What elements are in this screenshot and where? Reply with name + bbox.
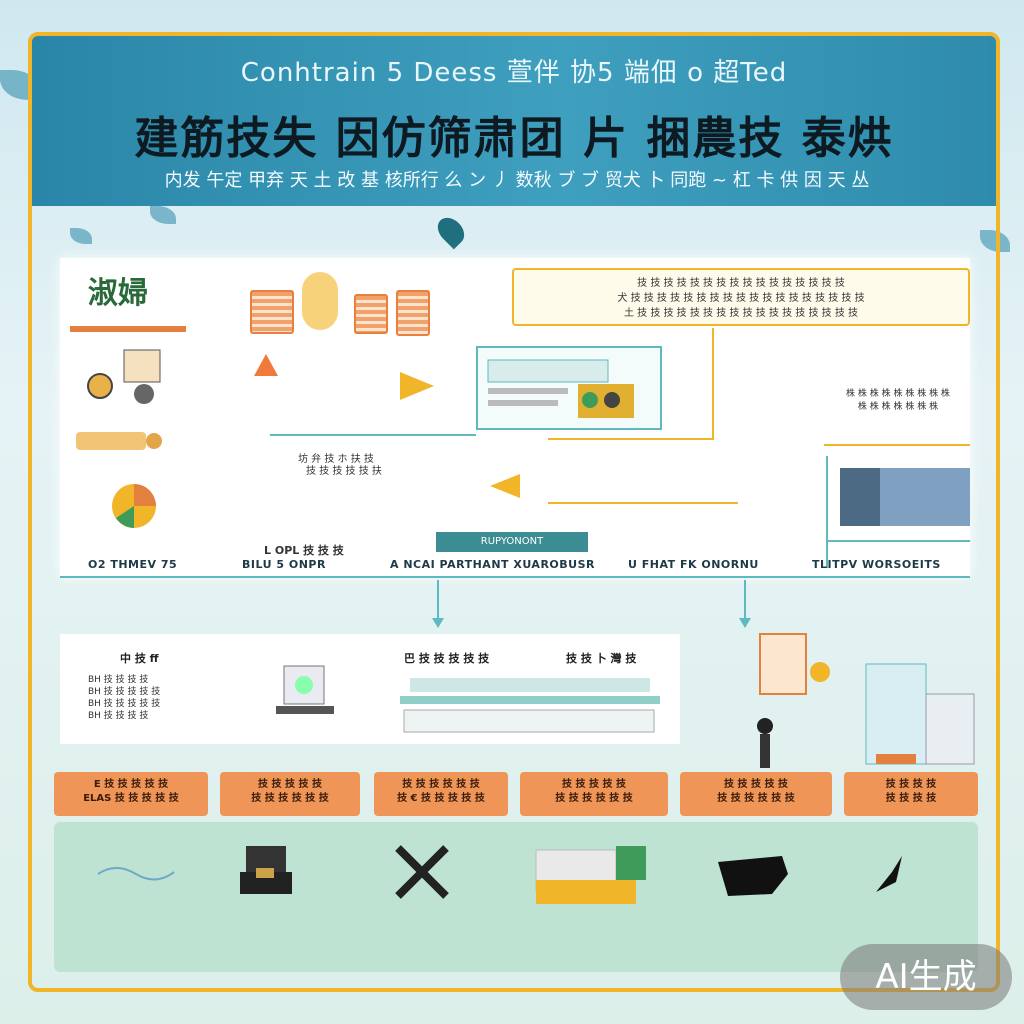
process-step: 技 技 技 技 技 技 技 技 技 技 技 xyxy=(680,772,832,816)
production-line-icon xyxy=(400,678,660,733)
caption: U FHAT FK ONORNU xyxy=(628,558,759,571)
step-line: 技 技 技 技 技 技 xyxy=(717,793,795,804)
black-blob-icon xyxy=(718,856,788,896)
mid-line: BH 技 技 技 技 xyxy=(88,675,149,685)
connector-line xyxy=(744,580,746,620)
step-line: 技 技 技 技 技 xyxy=(562,779,626,790)
step-line: 技 技 技 技 xyxy=(885,779,937,790)
brand-label: 淑婦 xyxy=(88,276,148,311)
right-note: 株 株 株 株 株 株 株 株 株 株 株 株 株 株 株 株 xyxy=(822,388,974,446)
connector-line xyxy=(60,576,970,578)
gold-arrow-icon xyxy=(400,372,434,400)
connector-line xyxy=(824,444,970,446)
pie-chart-icon xyxy=(112,484,156,528)
process-step: 技 技 技 技 技 技 技 技 技 技 技 xyxy=(220,772,360,816)
worker-icon xyxy=(757,718,773,768)
mid-line: BH 技 技 技 技 技 xyxy=(88,687,161,697)
document-icon xyxy=(250,290,294,334)
leaf-decoration xyxy=(980,230,1010,252)
mid-lines: BH 技 技 技 技 BH 技 技 技 技 技 BH 技 技 技 技 技 BH … xyxy=(88,674,160,722)
leaf-decoration xyxy=(70,228,92,244)
black-bird-icon xyxy=(876,856,902,892)
connector-line xyxy=(548,438,714,440)
notice-box: 技 技 技 技 技 技 技 技 技 技 技 技 技 技 技 技 犬 技 技 技 … xyxy=(512,268,970,326)
notice-line: 犬 技 技 技 技 技 技 技 技 技 技 技 技 技 技 技 技 技 技 xyxy=(617,293,865,304)
key-tool-icon xyxy=(76,432,162,450)
caption: TLITPV WORSOEITS xyxy=(812,558,941,571)
header-title-zh: 建筋技失 因仿筛肃团 片 捆農技 泰烘 xyxy=(134,113,894,164)
dark-block-icon xyxy=(240,846,292,894)
mid-line: BH 技 技 技 技 技 xyxy=(88,699,161,709)
mid-title: 技 技 卜 灣 技 xyxy=(566,652,637,665)
header-title-en: Conhtrain 5 Deess 萱伴 协5 端佃 o 超Ted xyxy=(240,58,788,88)
connector-line xyxy=(548,502,738,504)
ai-generated-badge: AI生成 xyxy=(840,944,1012,1010)
process-step: E 技 技 技 技 技 ELAS 技 技 技 技 技 xyxy=(54,772,208,816)
mid-title: 中 技 ff xyxy=(120,652,159,665)
scribble-icon xyxy=(97,867,175,881)
document-icon xyxy=(396,290,430,336)
connector-line xyxy=(437,580,439,620)
right-note-line: 株 株 株 株 株 株 株 xyxy=(857,402,939,412)
down-arrow-icon xyxy=(739,618,751,628)
bottom-panel xyxy=(54,822,978,972)
gold-arrow-icon xyxy=(490,474,520,498)
step-line: E 技 技 技 技 技 xyxy=(93,779,169,790)
document-icon xyxy=(354,294,388,334)
connector-line xyxy=(826,456,828,568)
factory-icon xyxy=(535,846,646,904)
lightbulb-icon xyxy=(302,272,338,330)
machine-icon xyxy=(487,359,634,418)
step-line: 技 技 技 技 技 技 xyxy=(251,793,329,804)
warning-arrow-icon xyxy=(254,354,278,376)
step-line: ELAS 技 技 技 技 技 xyxy=(83,793,179,804)
right-note-line: 株 株 株 株 株 株 株 株 株 xyxy=(846,389,950,399)
step-line: 技 € 技 技 技 技 技 xyxy=(397,793,485,804)
tower-building-icon xyxy=(865,663,975,765)
notice-line: 土 技 技 技 技 技 技 技 技 技 技 技 技 技 技 技 技 技 xyxy=(623,308,859,319)
machine-panel xyxy=(476,346,662,430)
header-subtitle: 内发 午定 甲弃 天 土 改 基 核所行 么 ン 丿 数秋 ブ ブ 贸犬 卜 同… xyxy=(164,170,870,191)
mid-title: 巴 技 技 技 技 技 xyxy=(404,652,490,665)
mid-label: 坊 弁 技 ホ 扶 技 xyxy=(298,454,374,465)
process-step: 技 技 技 技 技 技 技 技 xyxy=(844,772,978,816)
step-line: 技 技 技 技 技 xyxy=(258,779,322,790)
connector-line xyxy=(826,540,970,542)
caption: O2 THMEV 75 xyxy=(88,558,178,571)
caption: A NCAI PARTHANT XUAROBUSR xyxy=(390,558,595,571)
caption: BILU 5 ONPR xyxy=(242,558,326,571)
cross-tools-icon xyxy=(395,845,449,899)
header-banner: Conhtrain 5 Deess 萱伴 协5 端佃 o 超Ted 建筋技失 因… xyxy=(32,36,996,206)
step-line: 技 技 技 技 技 技 xyxy=(555,793,633,804)
connector-line xyxy=(712,328,714,438)
process-step: 技 技 技 技 技 技 技 技 技 技 技 xyxy=(520,772,668,816)
brand-bar xyxy=(70,326,186,332)
step-line: 技 技 技 技 技 xyxy=(724,779,788,790)
connector-line xyxy=(270,434,476,436)
mid-label: 技 技 技 技 技 扶 xyxy=(306,466,382,477)
process-step: 技 技 技 技 技 技 技 € 技 技 技 技 技 xyxy=(374,772,508,816)
building-icon xyxy=(840,468,970,526)
notice-line: 技 技 技 技 技 技 技 技 技 技 技 技 技 技 技 技 xyxy=(637,278,845,289)
down-arrow-icon xyxy=(432,618,444,628)
robot-icon xyxy=(276,665,334,714)
mid-label: L OPL 技 技 技 xyxy=(264,544,344,557)
leaf-decoration xyxy=(150,206,176,224)
certificate-icon xyxy=(759,633,830,695)
tools-icon xyxy=(87,349,161,404)
center-tag: RUPYONONT xyxy=(436,532,588,552)
mid-line: BH 技 技 技 技 xyxy=(88,711,149,721)
step-line: 技 技 技 技 技 技 xyxy=(402,779,480,790)
outer-frame xyxy=(28,32,1000,992)
step-line: 技 技 技 技 xyxy=(885,793,937,804)
